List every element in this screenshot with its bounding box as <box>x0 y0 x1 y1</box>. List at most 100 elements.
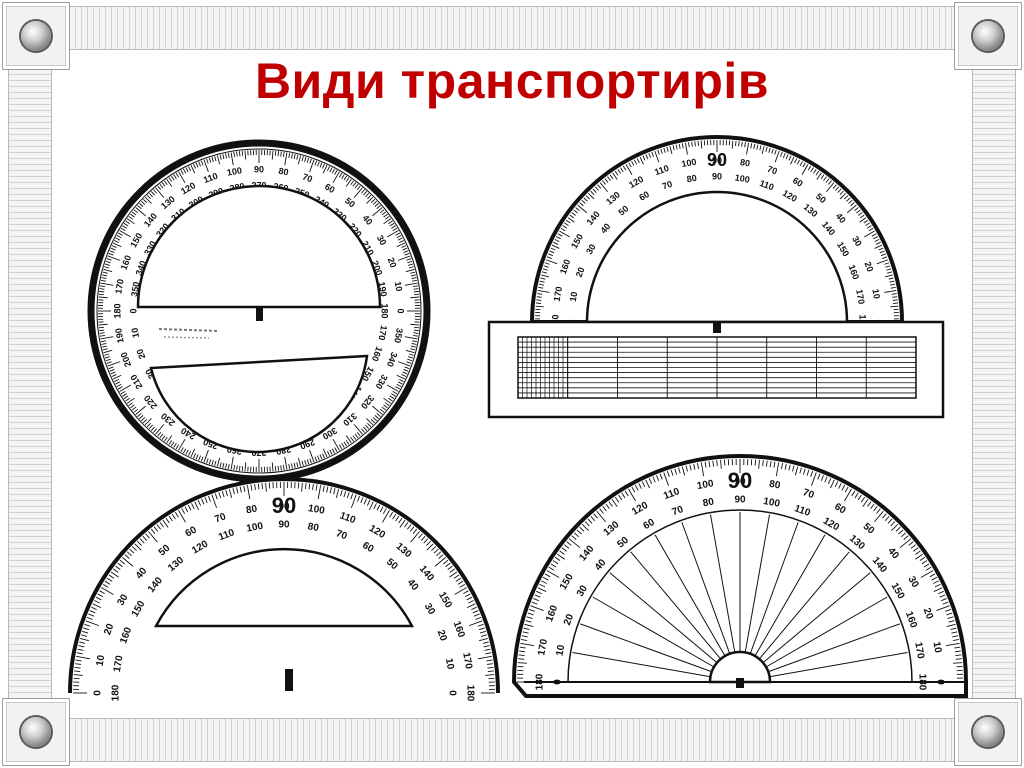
scale-tick <box>356 431 361 437</box>
scale-tick <box>472 610 479 614</box>
scale-tick <box>155 187 165 198</box>
scale-tick <box>801 164 809 176</box>
scale-tick <box>614 496 620 503</box>
scale-tick <box>284 152 288 166</box>
scale-tick <box>543 265 549 268</box>
scale-tick <box>108 366 114 370</box>
scale-tick <box>758 459 760 469</box>
scale-tick <box>475 616 482 620</box>
outer-scale-label: 110 <box>653 163 670 177</box>
scale-tick <box>214 493 218 500</box>
scale-tick <box>530 605 544 611</box>
scale-tick <box>884 289 897 293</box>
center-hub <box>708 650 772 684</box>
scale-tick <box>657 149 660 155</box>
scale-tick <box>139 415 144 420</box>
scale-tick <box>382 508 387 514</box>
scale-tick <box>731 140 734 149</box>
scale-tick <box>332 438 340 451</box>
scale-tick <box>306 157 310 163</box>
scale-tick <box>685 465 688 472</box>
scale-tick <box>309 159 315 173</box>
scale-tick <box>113 568 119 573</box>
outer-scale-label: 160 <box>558 258 573 276</box>
scale-tick <box>365 424 370 430</box>
scale-tick <box>652 476 656 483</box>
scale-tick <box>548 566 555 571</box>
scale-tick <box>557 233 563 237</box>
scale-tick <box>876 508 881 514</box>
scale-tick <box>744 142 746 148</box>
scale-tick <box>82 630 89 634</box>
scale-tick <box>915 550 921 555</box>
center-hatching <box>158 328 220 332</box>
scale-tick <box>89 610 96 614</box>
scale-tick <box>106 258 112 261</box>
scale-tick <box>693 463 696 470</box>
scale-tick <box>137 205 142 209</box>
scale-tick <box>571 212 576 216</box>
scale-tick <box>148 424 153 430</box>
scale-tick <box>942 601 949 605</box>
outer-scale-label: 0 <box>396 308 406 313</box>
scale-tick <box>334 169 338 175</box>
scale-tick <box>929 573 936 578</box>
scale-tick <box>485 652 492 655</box>
scale-tick <box>895 526 901 532</box>
scale-tick <box>354 183 359 189</box>
scale-tick <box>540 277 546 280</box>
scale-tick <box>168 177 173 182</box>
scale-tick <box>453 574 460 579</box>
scale-tick <box>350 494 357 509</box>
top-label-90: 90 <box>272 493 296 518</box>
scale-tick <box>236 465 238 471</box>
inner-scale-label: 0 <box>446 690 457 696</box>
scale-tick <box>411 277 417 280</box>
scale-tick <box>102 274 108 277</box>
scale-tick <box>802 162 806 168</box>
scale-tick <box>535 305 544 308</box>
scale-tick <box>376 205 381 209</box>
scale-tick <box>389 395 395 400</box>
scale-tick <box>854 492 859 499</box>
scale-tick <box>110 247 116 251</box>
scale-tick <box>116 235 122 239</box>
inner-scale-label: 20 <box>135 348 148 361</box>
scale-tick <box>297 155 302 165</box>
scale-tick <box>396 242 406 248</box>
scale-tick <box>379 209 385 214</box>
scale-tick <box>277 151 280 157</box>
radial-line <box>768 623 900 673</box>
scale-tick <box>180 447 184 453</box>
scale-tick <box>146 422 151 428</box>
scale-tick <box>947 616 954 619</box>
scale-tick <box>404 366 410 370</box>
scale-tick <box>396 374 406 380</box>
scale-tick <box>174 511 179 518</box>
scale-tick <box>185 449 189 455</box>
scale-tick <box>187 504 192 511</box>
scale-tick <box>142 198 148 203</box>
scale-tick <box>933 587 943 592</box>
inner-scale-label: 80 <box>702 496 715 509</box>
inner-scale-label: 30 <box>422 602 437 618</box>
outer-scale-label: 60 <box>184 524 200 539</box>
scale-tick <box>274 150 277 156</box>
scale-tick <box>391 393 396 397</box>
scale-tick <box>137 540 142 546</box>
scale-tick <box>100 282 114 286</box>
scale-tick <box>341 174 345 179</box>
scale-tick <box>587 192 595 200</box>
scale-tick <box>410 274 416 277</box>
scale-tick <box>178 510 186 523</box>
scale-tick <box>76 655 91 660</box>
outer-scale-label: 70 <box>766 164 779 177</box>
scale-tick <box>108 574 115 579</box>
scale-tick <box>175 172 180 178</box>
scale-tick <box>426 543 434 551</box>
scale-tick <box>955 654 962 657</box>
scale-tick <box>697 140 699 147</box>
scale-tick <box>97 593 104 598</box>
scale-tick <box>309 449 315 463</box>
scale-tick <box>641 481 646 488</box>
